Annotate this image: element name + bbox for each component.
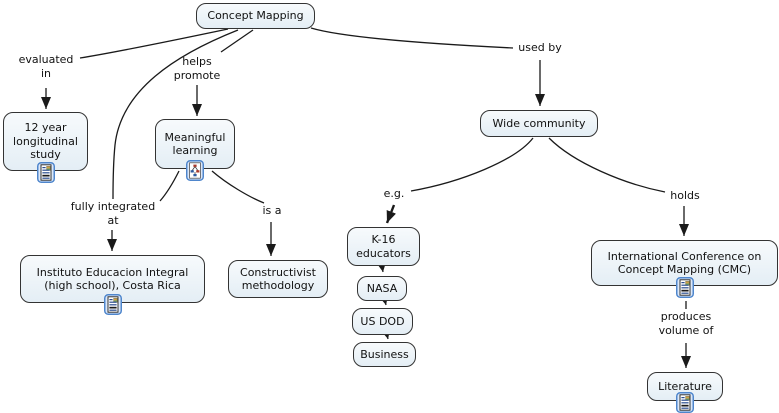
edge-meaningful-isa[interactable]: [211, 170, 265, 204]
node-label: Instituto Educacion Integral (high schoo…: [36, 265, 189, 293]
linking-phrase-is-a[interactable]: is a: [262, 204, 282, 217]
node-constructivist-methodology[interactable]: Constructivist methodology: [228, 260, 328, 298]
node-label: International Conference on Concept Mapp…: [607, 249, 762, 277]
node-12-year-longitudinal-study[interactable]: 12 year longitudinal study: [3, 112, 88, 171]
arrow-k16-nasa[interactable]: [378, 264, 386, 273]
document-icon[interactable]: [676, 277, 694, 298]
document-icon[interactable]: [37, 162, 55, 183]
node-instituto-educacion-integral[interactable]: Instituto Educacion Integral (high schoo…: [20, 255, 205, 303]
node-k16-educators[interactable]: K-16 educators: [347, 227, 420, 266]
linking-phrase-holds[interactable]: holds: [670, 189, 700, 202]
edge-widecommunity-eg[interactable]: [410, 137, 534, 192]
concept-map-icon[interactable]: [186, 160, 204, 181]
node-label: NASA: [366, 281, 398, 295]
node-label: Business: [360, 347, 409, 361]
node-concept-mapping[interactable]: Concept Mapping: [196, 3, 315, 29]
linking-phrase-fully-integrated-at[interactable]: fully integrated at: [70, 200, 156, 227]
node-label: K-16 educators: [356, 233, 411, 260]
document-icon[interactable]: [104, 294, 122, 315]
linking-phrase-eg[interactable]: e.g.: [383, 187, 405, 200]
edge-conceptmapping-helpspromote[interactable]: [220, 29, 254, 53]
linking-phrase-produces-volume-of[interactable]: produces volume of: [658, 310, 714, 337]
node-label: Literature: [658, 379, 712, 393]
node-label: Meaningful learning: [164, 130, 226, 158]
linking-phrase-used-by[interactable]: used by: [518, 41, 562, 54]
node-business[interactable]: Business: [353, 342, 416, 367]
edge-conceptmapping-usedby[interactable]: [310, 27, 514, 49]
node-literature[interactable]: Literature: [647, 372, 723, 401]
document-icon[interactable]: [676, 392, 694, 413]
arrow-nasa-usdod[interactable]: [380, 297, 388, 306]
edge-meaningful-fullyintegrated[interactable]: [159, 170, 180, 202]
node-label: Wide community: [492, 116, 586, 130]
node-label: 12 year longitudinal study: [13, 121, 78, 162]
edge-widecommunity-holds[interactable]: [548, 137, 666, 193]
node-meaningful-learning[interactable]: Meaningful learning: [155, 119, 235, 169]
node-wide-community[interactable]: Wide community: [480, 110, 598, 137]
edge-conceptmapping-fullyintegrated[interactable]: [112, 29, 239, 200]
node-nasa[interactable]: NASA: [357, 276, 407, 301]
node-cmc-conference[interactable]: International Conference on Concept Mapp…: [591, 240, 778, 286]
arrow-eg-k16[interactable]: [385, 204, 397, 224]
node-us-dod[interactable]: US DOD: [352, 308, 413, 335]
node-label: Concept Mapping: [207, 9, 304, 23]
edge-conceptmapping-evaluatedin[interactable]: [79, 28, 229, 59]
arrow-usdod-business[interactable]: [382, 331, 390, 340]
node-label: Constructivist methodology: [240, 265, 316, 293]
linking-phrase-evaluated-in[interactable]: evaluated in: [18, 53, 74, 80]
node-label: US DOD: [360, 314, 405, 328]
linking-phrase-helps-promote[interactable]: helps promote: [173, 55, 221, 82]
